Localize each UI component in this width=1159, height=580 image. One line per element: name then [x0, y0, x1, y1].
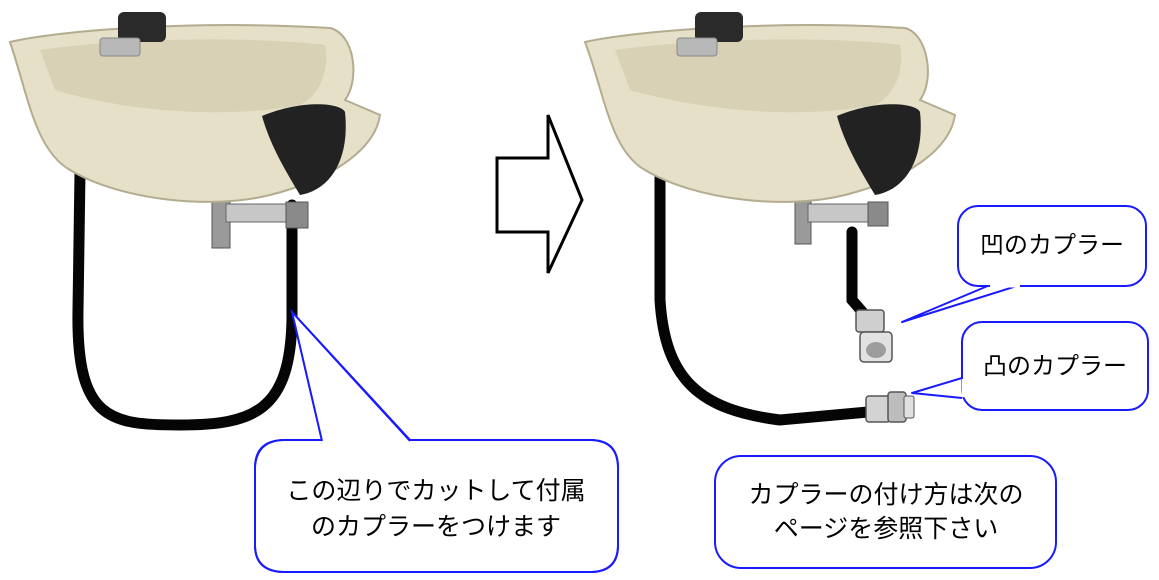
valve-fitting-after	[794, 199, 889, 245]
female-coupler	[855, 309, 893, 363]
callout-see-next-page-line1: カプラーの付け方は次の	[748, 480, 1024, 509]
valve-fitting	[211, 199, 309, 249]
headrest	[262, 104, 346, 195]
callout-cut-here-line1: この辺りでカットして付属	[286, 476, 586, 505]
callout-see-next-page-line2: ページを参照下さい	[773, 514, 999, 543]
callout-male-coupler-text: 凸のカプラー	[983, 352, 1127, 380]
hose-long	[654, 166, 874, 426]
callout-see-next-page-shape	[714, 455, 1057, 569]
headrest-after	[837, 104, 921, 195]
hose-loop	[72, 166, 298, 431]
callout-female-coupler-text: 凹のカプラー	[980, 231, 1124, 259]
callout-male-coupler-shape	[961, 321, 1149, 411]
basin-after	[583, 12, 957, 426]
hose-short	[846, 226, 871, 321]
spray-nozzle	[99, 12, 166, 57]
male-coupler	[865, 391, 915, 423]
basin-before	[8, 12, 382, 431]
callout-female-coupler-shape	[957, 205, 1147, 287]
callout-cut-here-line2: のカプラーをつけます	[310, 512, 561, 541]
right-arrow-outline-icon	[495, 114, 584, 274]
spray-nozzle-after	[676, 12, 743, 57]
callout-cut-here-fill	[256, 441, 617, 571]
